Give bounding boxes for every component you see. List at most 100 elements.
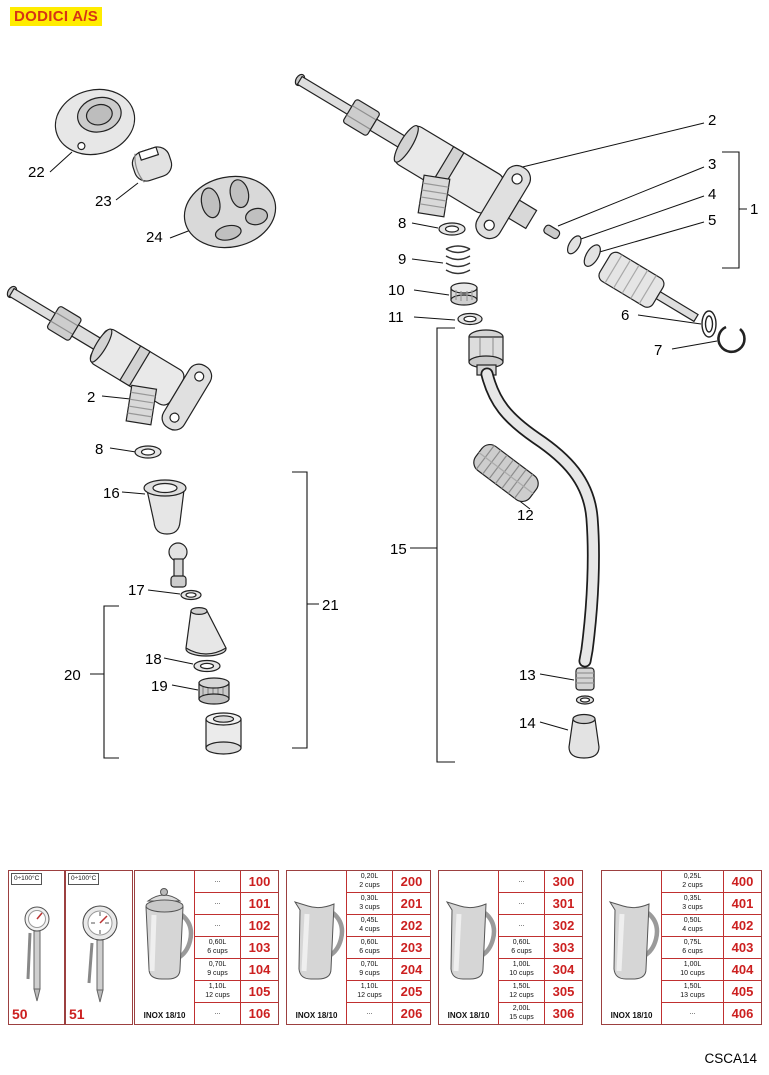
pitcher-illustration-area: INOX 18/10 [439,871,498,1024]
part-number-cell: 202 [392,915,430,936]
callout-20: 20 [64,667,81,684]
part-number-cell: 405 [723,981,761,1002]
part-cap [205,712,242,755]
capacity-cell: 1,50L 13 cups [680,983,705,999]
part-number-cell: 206 [392,1003,430,1024]
callout-5: 5 [708,212,717,229]
part-number-cell: 402 [723,915,761,936]
table-row: 0,25L 2 cups 400 [662,871,761,892]
part-number-cell: 403 [723,937,761,958]
part-1-valve-assembly [294,73,699,323]
part-15-steam-pipe [468,329,600,668]
capacity-cell: ... [214,899,221,907]
part-ball-stem [168,542,188,588]
part-2-valve-outlet [417,174,451,218]
part-number-cell: 203 [392,937,430,958]
callout-10: 10 [388,282,405,299]
catalog-panel-thermometer-50: 0÷100°C 50 [8,870,65,1025]
part-number-cell: 306 [544,1003,582,1024]
capacity-cell: 0,20L 2 cups [359,873,380,889]
part-10-bushing [450,282,478,306]
part-17-ring [180,589,202,601]
callout-19: 19 [151,678,168,695]
temperature-range-label: 0÷100°C [68,873,100,885]
table-row: ...106 [195,1002,278,1024]
capacity-cell: 0,60L 6 cups [511,939,532,955]
part-number-cell: 104 [240,959,278,980]
part-9-spring [445,245,471,275]
callout-9: 9 [398,251,407,268]
capacity-cell: 0,45L 4 cups [359,917,380,933]
part-number-cell: 406 [723,1003,761,1024]
part-number: 51 [69,1006,85,1022]
callout-2-left: 2 [87,389,96,406]
part-18-washer [193,659,221,673]
callout-8-top: 8 [398,215,407,232]
material-label: INOX 18/10 [610,1011,653,1020]
part-number-cell: 400 [723,871,761,892]
part-number-cell: 205 [392,981,430,1002]
callout-16: 16 [103,485,120,502]
bracket-1 [722,151,747,269]
table-row: 1,50L 13 cups 405 [662,980,761,1002]
part-7-circlip [717,325,746,354]
callout-1: 1 [750,201,759,218]
part-cone [185,606,227,657]
callout-6: 6 [621,307,630,324]
callout-2-top: 2 [708,112,717,129]
callout-18: 18 [145,651,162,668]
callout-4: 4 [708,186,717,203]
callout-15: 15 [390,541,407,558]
part-14-nozzle [568,713,600,759]
part-number-cell: 105 [240,981,278,1002]
page-code: CSCA14 [704,1051,757,1066]
part-number-cell: 103 [240,937,278,958]
capacity-cell: ... [214,877,221,885]
capacity-cell: 1,00L 10 cups [509,961,534,977]
capacity-cell: 2,00L 15 cups [509,1005,534,1021]
bracket-20 [90,605,119,759]
part-22-escutcheon [54,88,136,156]
capacity-cell: 0,60L 6 cups [359,939,380,955]
capacity-cell: 1,50L 12 cups [509,983,534,999]
capacity-cell: 0,25L 2 cups [682,873,703,889]
table-row: ...102 [195,914,278,936]
callout-17: 17 [128,582,145,599]
table-row: 0,45L 4 cups 202 [347,914,430,936]
part-number-cell: 301 [544,893,582,914]
capacity-cell: ... [689,1009,696,1017]
table-row: ...301 [499,892,582,914]
capacity-cell: 0,50L 4 cups [682,917,703,933]
callout-3: 3 [708,156,717,173]
part-24-knob [183,175,277,249]
capacity-cell: ... [214,921,221,929]
table-row: ...206 [347,1002,430,1024]
table-row: ... 302 [499,914,582,936]
table-row: ...101 [195,892,278,914]
leader-lines [49,122,718,731]
capacity-cell: 1,00L 10 cups [680,961,705,977]
part-number-cell: 401 [723,893,761,914]
bracket-21 [292,471,319,749]
part-number-cell: 302 [544,915,582,936]
callout-13: 13 [519,667,536,684]
callout-21: 21 [322,597,339,614]
part-number: 50 [12,1006,28,1022]
part-13-tip [575,667,595,705]
capacity-cell: ... [518,921,525,929]
table-row: 0,50L 4 cups 402 [662,914,761,936]
